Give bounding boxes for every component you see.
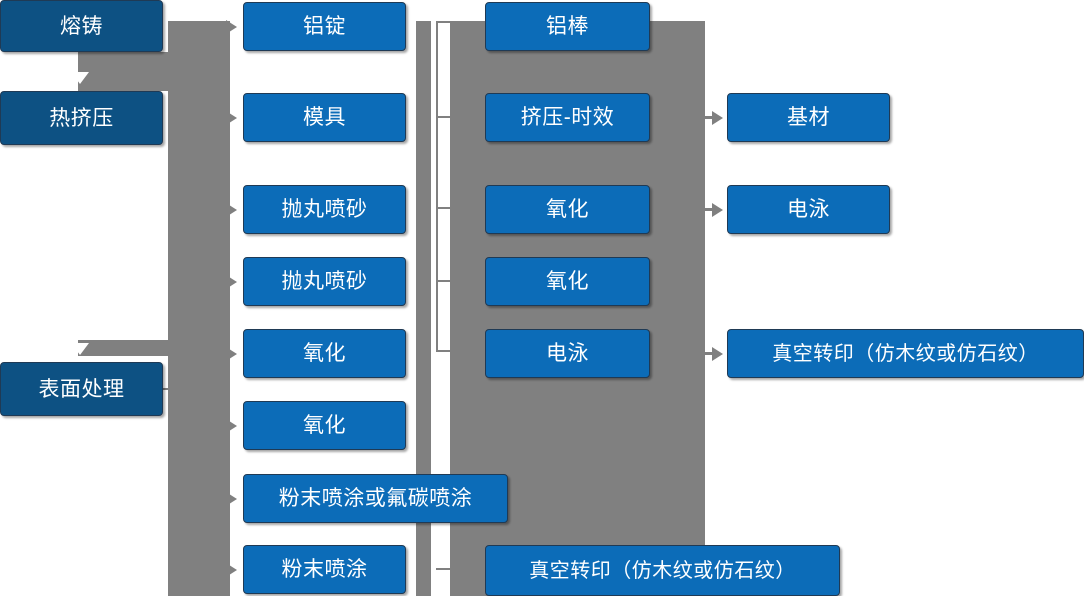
stage-box-melt[interactable]: 熔铸 xyxy=(0,0,163,52)
arrow-to-c4-vacuum xyxy=(712,347,723,361)
process-label-substrate: 基材 xyxy=(787,106,830,129)
arrow-to-c2-mold xyxy=(226,111,237,125)
process-label-vacuum-transfer-c4: 真空转印（仿木纹或仿石纹） xyxy=(772,342,1039,365)
process-label-oxidize-c2-1: 氧化 xyxy=(303,342,346,365)
stage-box-surface[interactable]: 表面处理 xyxy=(0,362,163,416)
arrow-stub-vacuum xyxy=(705,352,714,355)
connector-tick-3 xyxy=(436,207,452,209)
process-box-aluminum-bar[interactable]: 铝棒 xyxy=(485,2,650,51)
process-label-aluminum-bar: 铝棒 xyxy=(546,15,589,38)
connector-tick-2 xyxy=(436,116,452,118)
connector-line-surface xyxy=(163,388,193,390)
notch-surface-left xyxy=(0,416,168,596)
gray-spur-stage-top xyxy=(78,52,173,91)
arrow-to-c2-ingot xyxy=(226,20,237,34)
connector-tick-5 xyxy=(436,350,452,352)
process-box-powder-fluorocarbon[interactable]: 粉末喷涂或氟碳喷涂 xyxy=(243,474,508,523)
notch-middle-channel xyxy=(431,21,450,596)
connector-tick-4 xyxy=(436,280,452,282)
process-box-shotblast-1[interactable]: 抛丸喷砂 xyxy=(243,185,406,234)
process-label-vacuum-transfer-c3: 真空转印（仿木纹或仿石纹） xyxy=(529,559,796,582)
arrow-to-c4-substrate xyxy=(712,111,723,125)
process-box-ingot[interactable]: 铝锭 xyxy=(243,2,406,51)
stage-box-extrude[interactable]: 热挤压 xyxy=(0,91,163,145)
process-label-ingot: 铝锭 xyxy=(303,15,346,38)
gray-spur-stage-mid xyxy=(168,145,230,362)
arrow-to-c2-oxidize-2 xyxy=(226,419,237,433)
arrow-to-c2-shotblast-2 xyxy=(226,275,237,289)
process-box-vacuum-transfer-c3[interactable]: 真空转印（仿木纹或仿石纹） xyxy=(485,545,840,596)
process-label-mold: 模具 xyxy=(303,106,346,129)
process-box-oxidize-c3-2[interactable]: 氧化 xyxy=(485,257,650,306)
process-box-extrusion-aging[interactable]: 挤压-时效 xyxy=(485,93,650,142)
arrow-down-melt-to-extrude xyxy=(71,72,89,84)
process-label-extrusion-aging: 挤压-时效 xyxy=(520,106,615,129)
connector-tick-1 xyxy=(436,21,452,23)
connector-tick-6 xyxy=(436,568,452,570)
process-box-shotblast-2[interactable]: 抛丸喷砂 xyxy=(243,257,406,306)
arrow-to-c2-shotblast-1 xyxy=(226,203,237,217)
stage-label-surface: 表面处理 xyxy=(38,377,125,401)
process-label-electrophoresis-c3: 电泳 xyxy=(546,342,589,365)
process-box-electrophoresis-c3[interactable]: 电泳 xyxy=(485,329,650,378)
process-box-oxidize-c2-1[interactable]: 氧化 xyxy=(243,329,406,378)
arrow-down-to-surface xyxy=(71,343,89,355)
arrow-to-c2-powder xyxy=(226,563,237,577)
process-label-oxidize-c3-2: 氧化 xyxy=(546,270,589,293)
process-box-vacuum-transfer-c4[interactable]: 真空转印（仿木纹或仿石纹） xyxy=(727,329,1084,378)
arrow-stub-substrate xyxy=(705,116,714,119)
process-label-powder-fluorocarbon: 粉末喷涂或氟碳喷涂 xyxy=(278,487,473,510)
connector-line-vertical-middle xyxy=(436,21,438,351)
process-label-oxidize-c2-2: 氧化 xyxy=(303,414,346,437)
process-box-powder-coating[interactable]: 粉末喷涂 xyxy=(243,545,406,594)
process-box-electrophoresis-c4[interactable]: 电泳 xyxy=(727,185,890,234)
process-label-shotblast-1: 抛丸喷砂 xyxy=(281,198,368,221)
arrow-to-c4-electro xyxy=(712,203,723,217)
stage-label-melt: 熔铸 xyxy=(60,14,103,38)
process-label-electrophoresis-c4: 电泳 xyxy=(787,198,830,221)
process-box-mold[interactable]: 模具 xyxy=(243,93,406,142)
arrow-to-c2-oxidize-1 xyxy=(226,347,237,361)
process-box-oxidize-c3-1[interactable]: 氧化 xyxy=(485,185,650,234)
process-box-substrate[interactable]: 基材 xyxy=(727,93,890,142)
stage-label-extrude: 热挤压 xyxy=(49,106,114,130)
process-box-oxidize-c2-2[interactable]: 氧化 xyxy=(243,401,406,450)
gray-bar-middle xyxy=(416,21,431,596)
process-label-oxidize-c3-1: 氧化 xyxy=(546,198,589,221)
arrow-to-c2-powder-fluor xyxy=(226,492,237,506)
process-label-powder-coating: 粉末喷涂 xyxy=(281,558,368,581)
process-label-shotblast-2: 抛丸喷砂 xyxy=(281,270,368,293)
arrow-stub-electro xyxy=(705,208,714,211)
